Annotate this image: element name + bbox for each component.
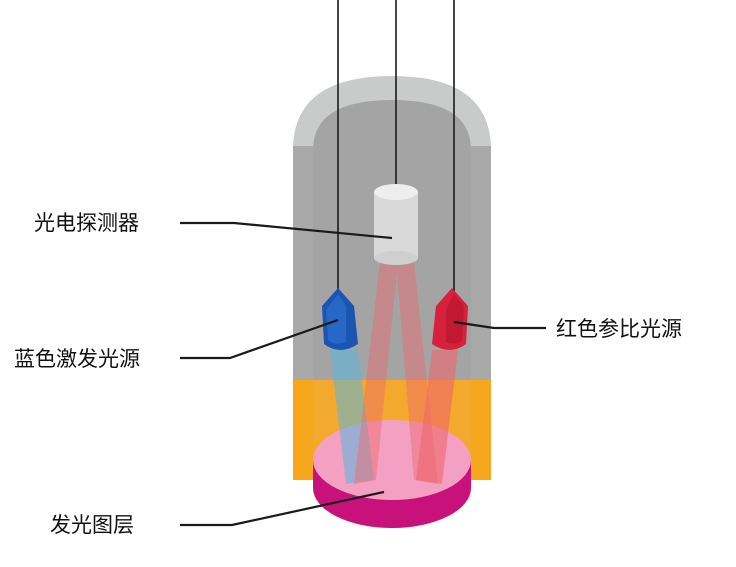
leader-photodetector (180, 221, 393, 240)
probe-right-wall (471, 146, 491, 380)
probe-left-wall (293, 146, 313, 380)
red-beam (416, 350, 458, 484)
leader-luminescent-layer (180, 490, 385, 527)
reflected-beam-left (354, 262, 398, 484)
leader-blue-source (180, 318, 339, 360)
reflected-beam-right (396, 262, 438, 484)
red-led-icon (432, 288, 468, 350)
leader-red-source (453, 320, 546, 330)
cylinder-detector-icon (374, 184, 418, 265)
blue-led-icon (322, 288, 358, 350)
label-luminescent-layer: 发光图层 (50, 513, 134, 537)
blue-beam (330, 350, 374, 484)
label-photodetector: 光电探测器 (34, 211, 139, 235)
label-red-reference-source: 红色参比光源 (556, 317, 682, 341)
label-blue-excitation-source: 蓝色激发光源 (14, 347, 140, 371)
